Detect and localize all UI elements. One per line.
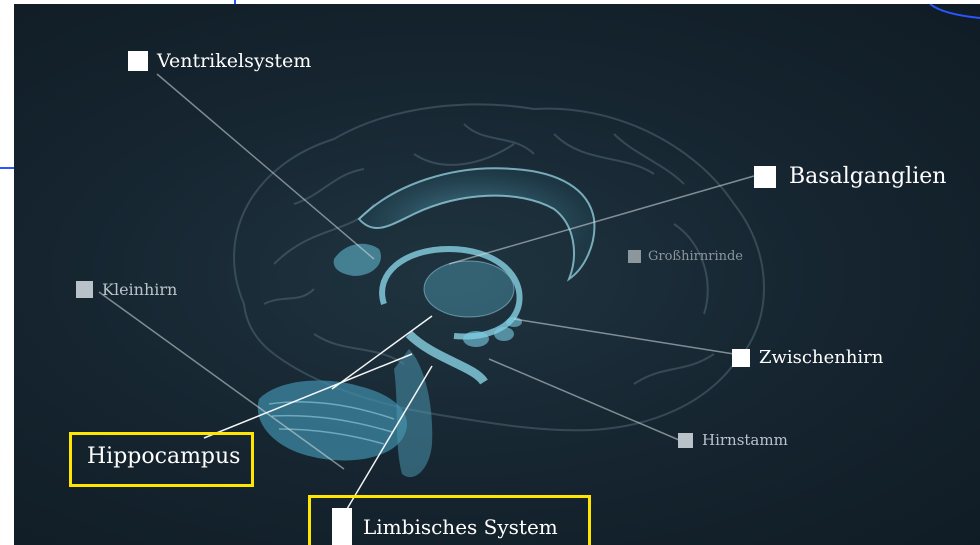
label-hippocampus: Hippocampus xyxy=(87,444,240,469)
label-limbisches-system: Limbisches System xyxy=(332,508,558,545)
label-kleinhirn: Kleinhirn xyxy=(76,280,177,299)
label-text: Hippocampus xyxy=(87,444,240,469)
label-text: Ventrikelsystem xyxy=(157,50,311,72)
blue-arc-marker xyxy=(920,4,980,64)
label-marker-square xyxy=(76,281,93,298)
label-zwischenhirn: Zwischenhirn xyxy=(732,347,883,368)
label-hirnstamm: Hirnstamm xyxy=(678,431,788,449)
label-marker-square xyxy=(628,250,641,263)
label-marker-square xyxy=(332,508,352,545)
label-marker-square xyxy=(678,433,693,448)
thalamus-shape xyxy=(424,261,514,317)
label-marker-square xyxy=(754,166,776,188)
label-text: Zwischenhirn xyxy=(759,347,883,368)
label-grosshirnrinde: Großhirnrinde xyxy=(628,249,743,264)
label-text: Hirnstamm xyxy=(702,431,788,449)
blue-marker-left xyxy=(0,167,14,169)
label-marker-square xyxy=(128,51,148,71)
label-marker-square xyxy=(732,349,750,367)
label-ventrikelsystem: Ventrikelsystem xyxy=(128,50,311,72)
label-text: Großhirnrinde xyxy=(648,249,743,264)
label-text: Basalganglien xyxy=(789,164,946,189)
label-text: Kleinhirn xyxy=(102,280,177,299)
label-text: Limbisches System xyxy=(363,515,558,539)
label-basalganglien: Basalganglien xyxy=(754,164,946,189)
brainstem-shape xyxy=(394,349,432,477)
brain-visualization: Ventrikelsystem Basalganglien Großhirnri… xyxy=(14,4,980,545)
cerebellum-shape xyxy=(258,380,407,460)
